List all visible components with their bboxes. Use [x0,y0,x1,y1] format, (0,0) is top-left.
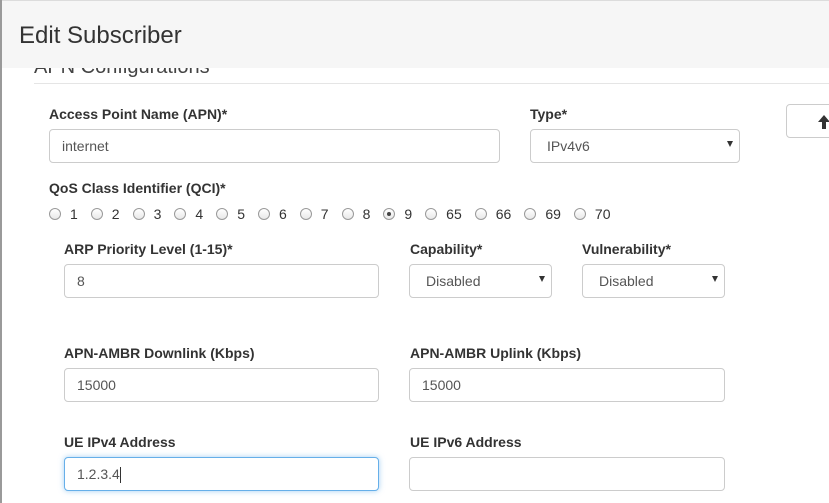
window-edge [0,0,2,503]
qci-radio-label: 9 [404,206,413,222]
vulnerability-select[interactable]: Disabled [582,264,725,298]
qci-radio-4[interactable]: 4 [174,206,203,222]
radio-circle-icon[interactable] [573,208,586,220]
radio-circle-icon[interactable] [383,208,396,220]
qci-radio-9[interactable]: 9 [383,206,412,222]
radio-circle-icon[interactable] [341,208,354,220]
type-select-value: IPv4v6 [547,138,590,154]
radio-circle-icon[interactable] [132,208,145,220]
radio-circle-icon[interactable] [174,208,187,220]
vulnerability-label: Vulnerability* [582,241,671,257]
caret-down-icon [712,276,718,282]
qci-radio-label: 4 [195,206,204,222]
arp-priority-label: ARP Priority Level (1-15)* [64,241,233,257]
radio-circle-icon[interactable] [90,208,103,220]
dialog-header: Edit Subscriber [2,0,829,68]
type-label: Type* [530,106,568,122]
capability-select-value: Disabled [426,273,481,289]
qci-radio-2[interactable]: 2 [90,206,120,222]
radio-circle-icon[interactable] [474,208,487,220]
qci-radio-6[interactable]: 6 [257,206,287,222]
move-up-button[interactable] [786,104,829,138]
caret-down-icon [539,276,545,282]
qci-radio-group: 1 2 3 4 5 6 7 8 9 65 66 69 70 [49,205,623,223]
qci-radio-3[interactable]: 3 [132,206,162,222]
qci-radio-label: 65 [446,206,462,222]
radio-circle-icon[interactable] [425,208,438,220]
capability-label: Capability* [410,241,483,257]
ue-ipv4-input[interactable]: 1.2.3.4 [64,457,379,491]
radio-circle-icon[interactable] [49,208,61,220]
qci-radio-7[interactable]: 7 [299,206,329,222]
qci-radio-label: 6 [278,206,287,222]
ue-ipv6-label: UE IPv6 Address [410,434,522,450]
qci-radio-65[interactable]: 65 [425,206,462,222]
qci-radio-label: 1 [70,206,78,222]
qci-radio-5[interactable]: 5 [216,206,245,222]
qci-radio-8[interactable]: 8 [341,206,371,222]
text-cursor [119,467,121,484]
caret-down-icon [727,141,733,147]
qci-radio-label: 5 [237,206,245,222]
ambr-uplink-input[interactable] [409,368,725,402]
type-select[interactable]: IPv4v6 [530,129,740,163]
qci-radio-69[interactable]: 69 [524,206,561,222]
qci-radio-label: 70 [594,206,611,222]
qci-label: QoS Class Identifier (QCI)* [49,180,226,196]
radio-circle-icon[interactable] [257,208,270,220]
section-divider [34,83,829,84]
qci-radio-label: 69 [545,206,561,222]
qci-radio-label: 66 [495,206,512,222]
arrow-up-icon [818,115,829,129]
ambr-uplink-label: APN-AMBR Uplink (Kbps) [410,345,582,361]
apn-input[interactable] [49,129,500,163]
radio-circle-icon[interactable] [299,208,312,220]
vulnerability-select-value: Disabled [599,273,654,289]
ambr-downlink-input[interactable] [64,368,379,402]
ambr-downlink-label: APN-AMBR Downlink (Kbps) [64,345,255,361]
apn-label: Access Point Name (APN)* [49,106,228,122]
radio-circle-icon[interactable] [524,208,537,220]
qci-radio-label: 2 [111,206,120,222]
arp-priority-input[interactable] [64,264,379,298]
dialog-title: Edit Subscriber [19,22,182,49]
ue-ipv4-value: 1.2.3.4 [77,466,120,482]
qci-radio-label: 8 [362,206,371,222]
qci-radio-66[interactable]: 66 [474,206,512,222]
ue-ipv6-input[interactable] [409,457,725,491]
qci-radio-1[interactable]: 1 [49,206,78,222]
capability-select[interactable]: Disabled [409,264,552,298]
qci-radio-label: 7 [320,206,329,222]
radio-circle-icon[interactable] [216,208,229,220]
qci-radio-label: 3 [153,206,162,222]
qci-radio-70[interactable]: 70 [573,206,611,222]
ue-ipv4-label: UE IPv4 Address [64,434,176,450]
